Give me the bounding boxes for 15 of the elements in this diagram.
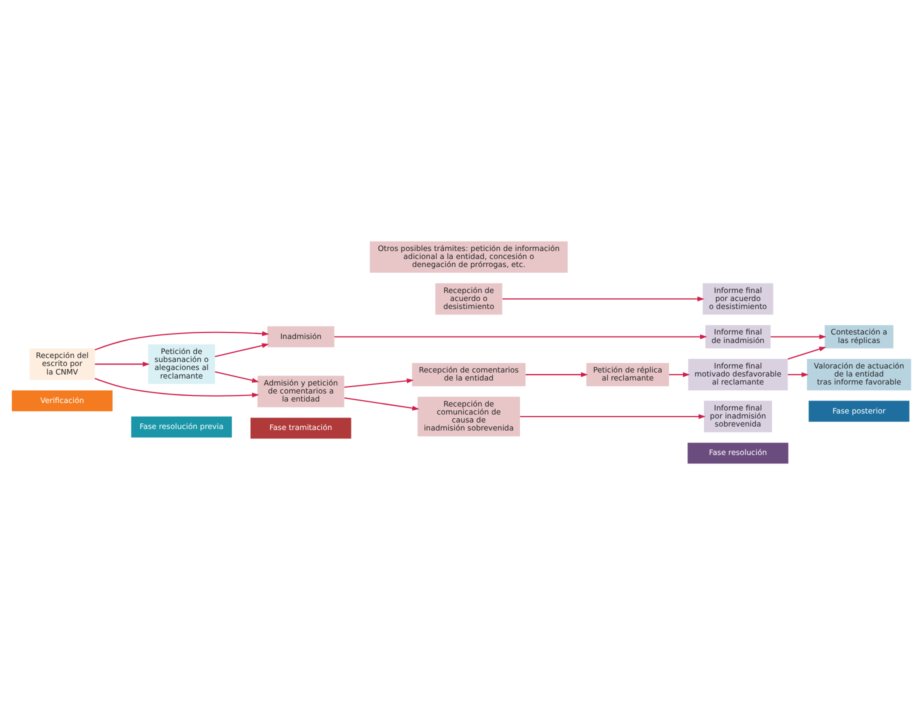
arrow — [788, 346, 826, 360]
arrow — [502, 296, 704, 301]
arrow — [94, 361, 150, 366]
arrow — [520, 414, 706, 418]
arrow — [334, 334, 708, 339]
arrow — [214, 370, 260, 382]
arrow — [788, 372, 809, 377]
arrow — [344, 378, 414, 388]
arrow — [214, 342, 270, 357]
arrow — [94, 330, 270, 350]
arrow — [526, 372, 588, 377]
arrow — [94, 377, 260, 398]
arrow — [770, 334, 826, 339]
arrow — [669, 372, 690, 377]
arrow — [344, 396, 420, 410]
